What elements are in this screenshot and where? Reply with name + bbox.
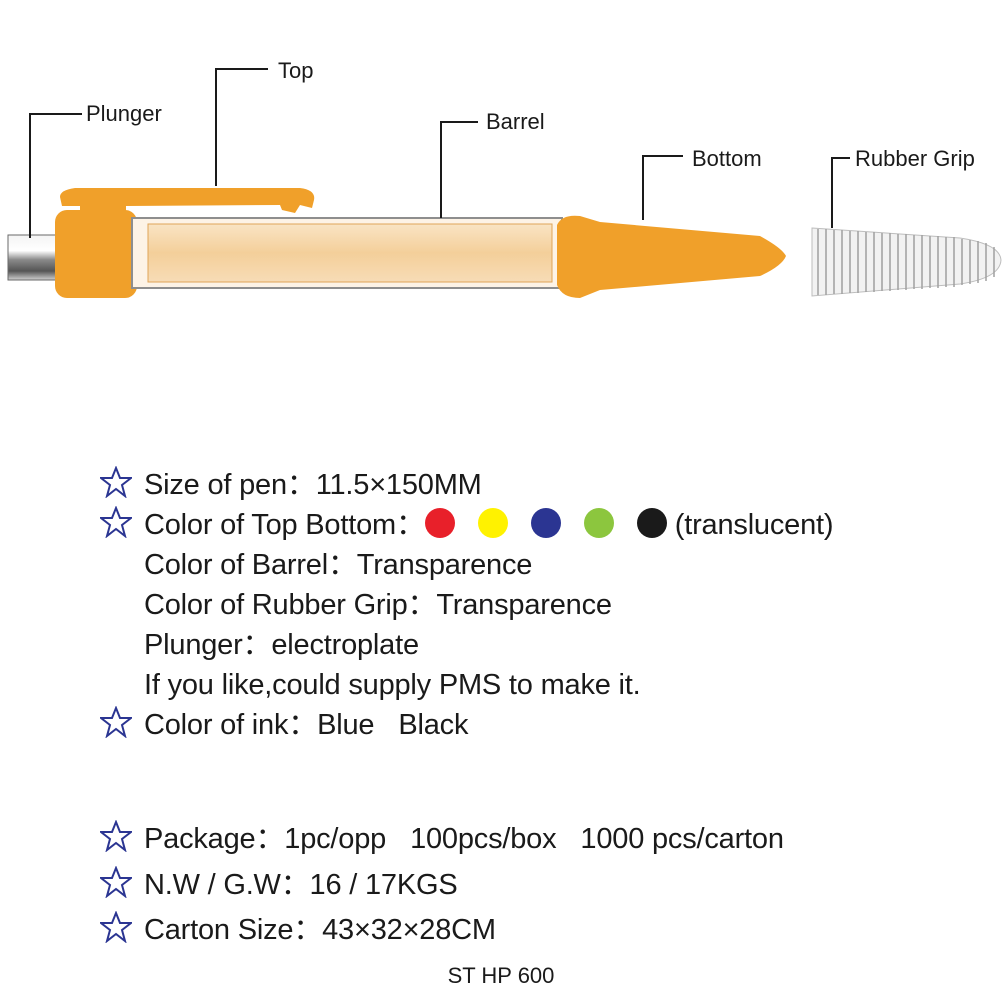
spec-rubber-grip-label: Color of Rubber Grip：: [144, 589, 437, 621]
bottom-leader-line: [642, 155, 683, 220]
rubber-grip-part: [811, 227, 1002, 297]
spec-weight-label: N.W / G.W：: [144, 869, 310, 901]
swatch-blue: [530, 508, 561, 538]
spec-ink-value-black: Black: [398, 709, 469, 741]
plunger-part: [7, 234, 59, 281]
spec-carton-label: Carton Size：: [144, 914, 323, 946]
star-bullet-icon: [100, 911, 132, 943]
barrel-leader-line: [440, 121, 478, 218]
spec-size-value: 11.5×150MM: [315, 469, 482, 501]
top-label: Top: [278, 58, 313, 83]
star-bullet-icon: [100, 820, 132, 852]
swatch-black: [636, 508, 667, 538]
star-bullet-icon: [100, 506, 132, 538]
model-code: ST HP 600: [447, 963, 555, 988]
spec-weight-value: 16 / 17KGS: [309, 869, 458, 901]
spec-weight: N.W / G.W：16 / 17KGS: [144, 868, 458, 902]
plunger-label: Plunger: [86, 101, 162, 126]
swatch-yellow: [477, 508, 508, 538]
rubber-grip-label: Rubber Grip: [855, 146, 975, 171]
spec-package-label: Package：: [144, 823, 285, 855]
spec-carton-value: 43×32×28CM: [322, 914, 496, 946]
spec-package-v1: 1pc/opp: [284, 823, 387, 855]
star-bullet-icon: [100, 866, 132, 898]
spec-plunger: Plunger：electroplate: [144, 628, 419, 662]
barrel-label: Barrel: [486, 109, 545, 134]
spec-rubber-grip-color: Color of Rubber Grip：Transparence: [144, 588, 612, 622]
plunger-leader-line: [29, 113, 82, 238]
bottom-part: [557, 215, 786, 298]
spec-ink-color: Color of ink：Blue Black: [144, 708, 468, 742]
pen-diagram: Plunger Top Barrel Bottom Rubber Grip: [7, 58, 1002, 298]
spec-barrel-value: Transparence: [356, 549, 533, 581]
star-bullet-icon: [100, 466, 132, 498]
star-bullet-icon: [100, 706, 132, 738]
spec-pms-note: If you like,could supply PMS to make it.: [144, 669, 641, 701]
spec-top-bottom-label: Color of Top Bottom：: [144, 509, 425, 541]
bottom-label: Bottom: [692, 146, 762, 171]
spec-ink-value-blue: Blue: [317, 709, 375, 741]
top-part: [55, 188, 315, 298]
spec-size-label: Size of pen：: [144, 469, 316, 501]
top-leader-line: [215, 68, 268, 186]
spec-barrel-color: Color of Barrel：Transparence: [144, 548, 532, 582]
spec-size: Size of pen：11.5×150MM: [144, 468, 482, 502]
spec-plunger-value: electroplate: [271, 629, 419, 661]
spec-package-v2: 100pcs/box: [410, 823, 557, 855]
spec-barrel-label: Color of Barrel：: [144, 549, 357, 581]
spec-rubber-grip-value: Transparence: [436, 589, 612, 621]
swatch-green: [583, 508, 614, 538]
spec-plunger-label: Plunger：: [144, 629, 272, 661]
rubber-grip-leader-line: [831, 157, 850, 228]
spec-ink-label: Color of ink：: [144, 709, 318, 741]
barrel-part: [131, 217, 563, 289]
spec-package-v3: 1000 pcs/carton: [580, 823, 784, 855]
spec-top-bottom-color: Color of Top Bottom： (translucent): [144, 508, 834, 542]
spec-package: Package：1pc/opp 100pcs/box 1000 pcs/carton: [144, 822, 784, 856]
swatch-red: [424, 508, 455, 538]
spec-carton-size: Carton Size：43×32×28CM: [144, 913, 496, 947]
spec-translucent-note: (translucent): [674, 509, 834, 541]
